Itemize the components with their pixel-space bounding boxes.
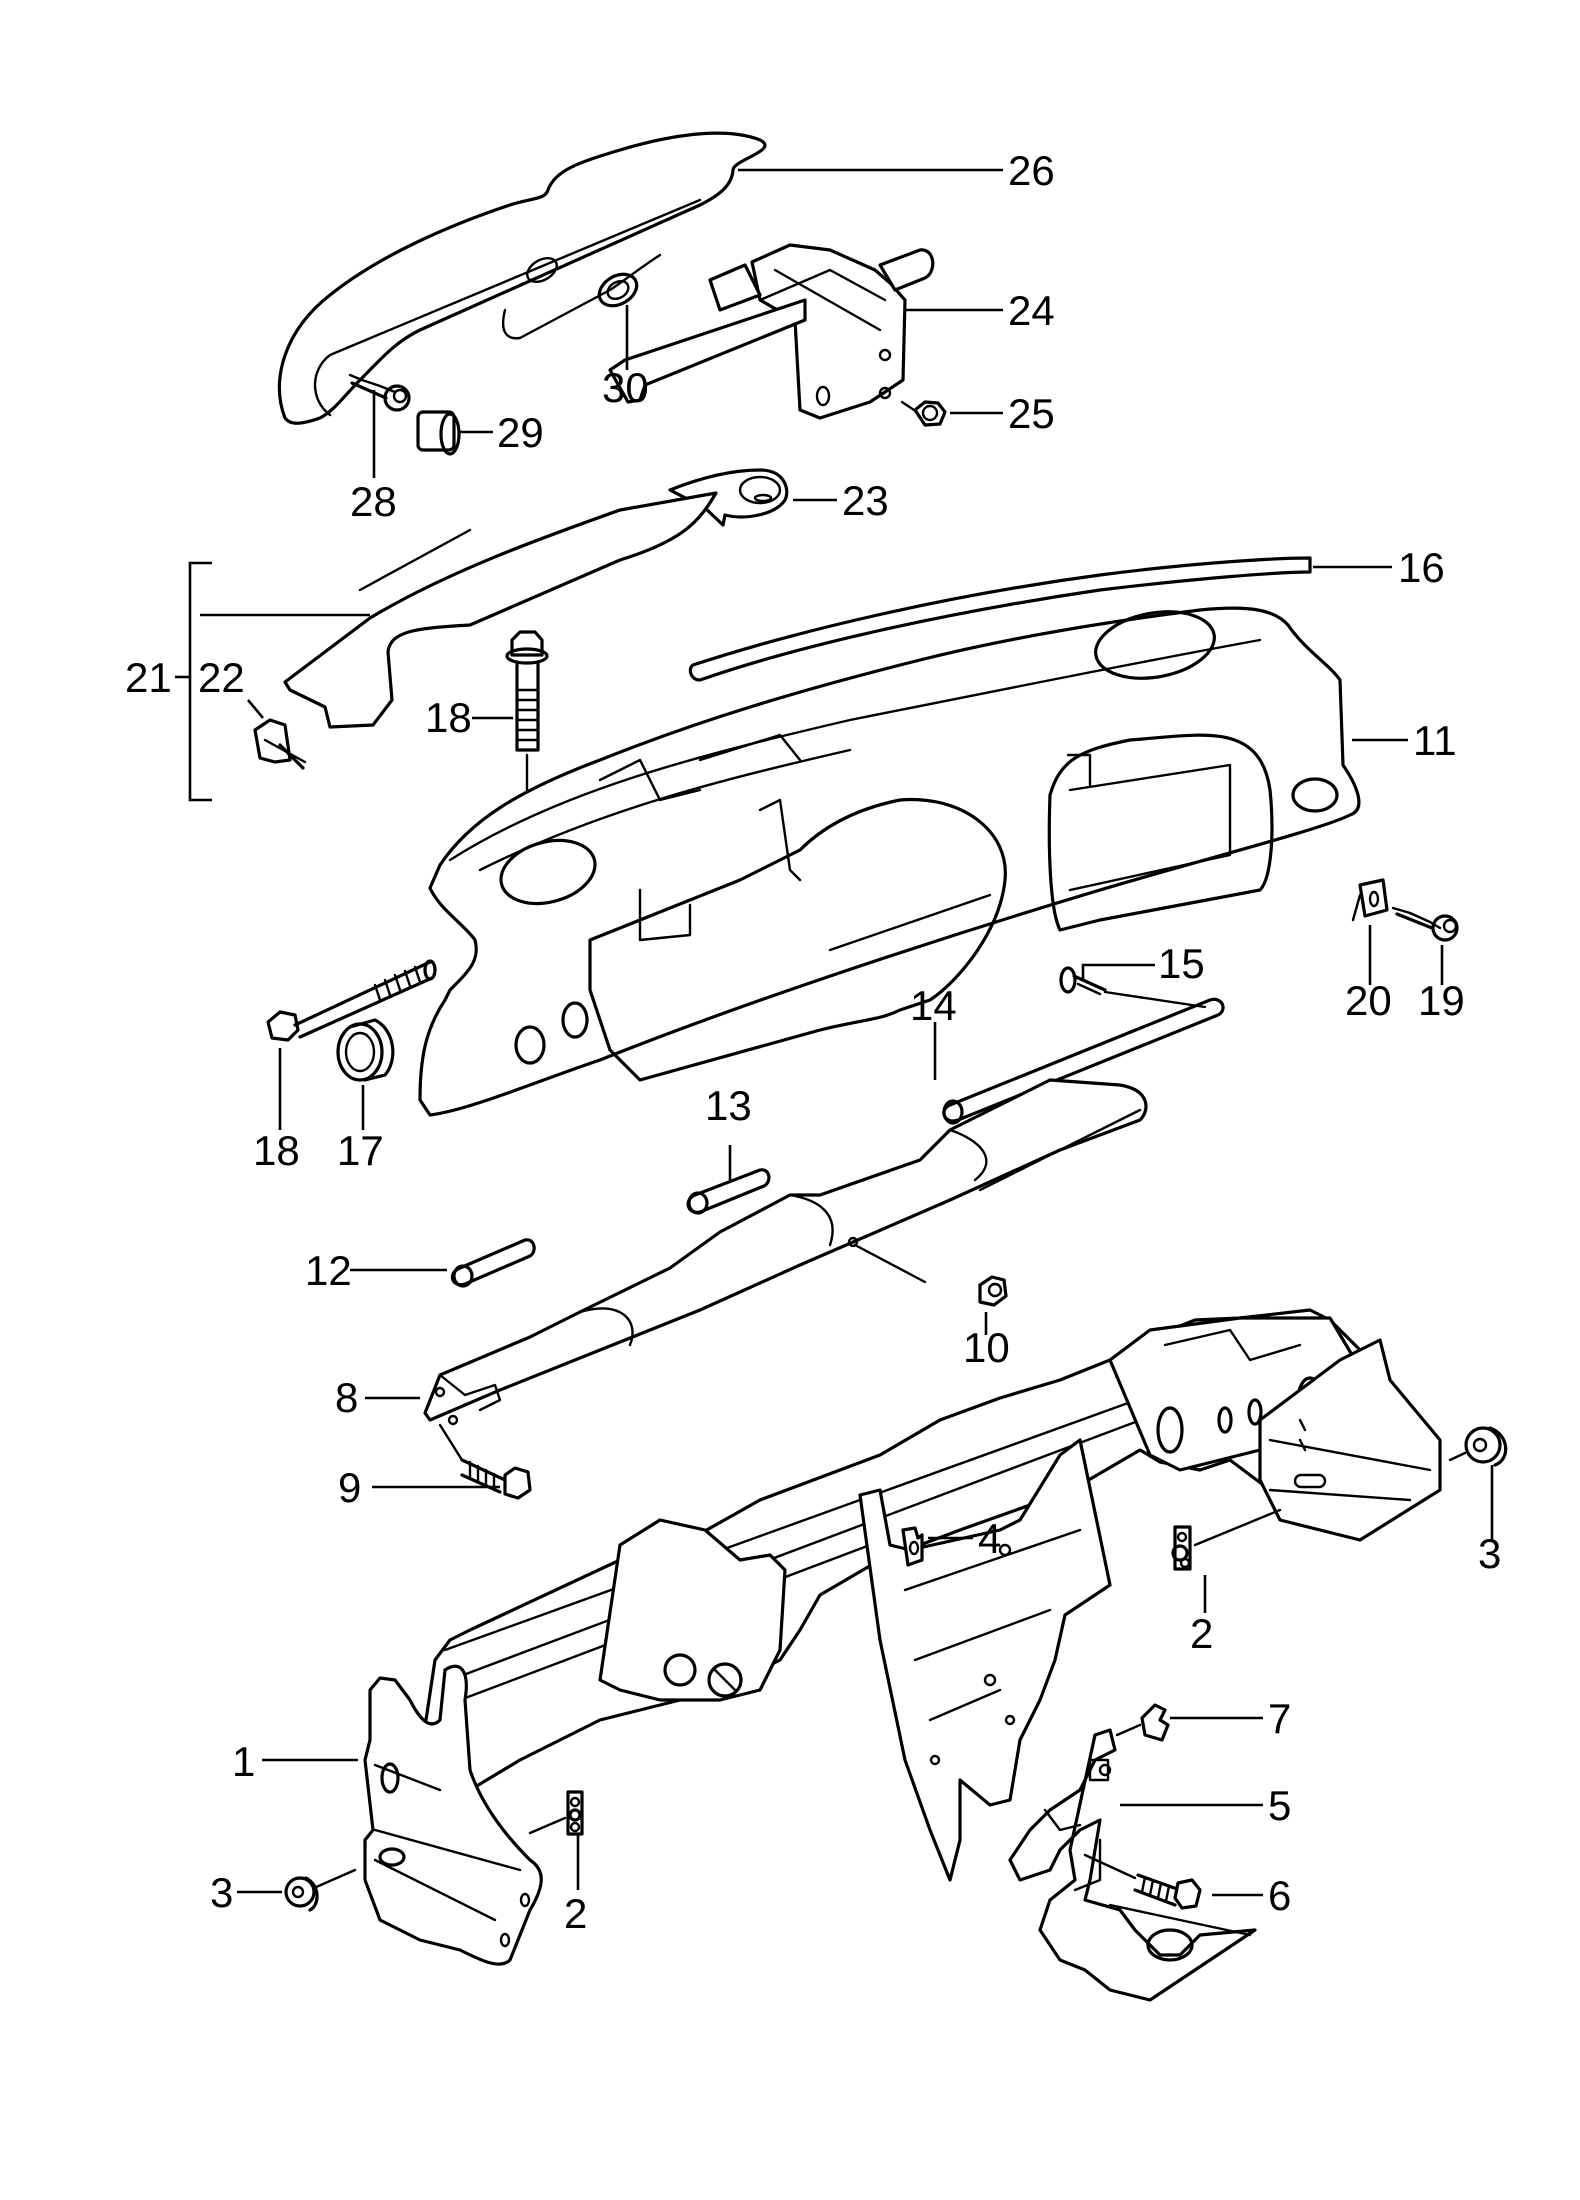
part-20-clip-nut[interactable] — [1351, 878, 1389, 922]
callout-3-left[interactable]: 3 — [210, 1869, 233, 1916]
callout-15[interactable]: 15 — [1158, 940, 1205, 987]
callout-7[interactable]: 7 — [1268, 1695, 1291, 1742]
part-6-hex-bolt[interactable] — [1083, 1853, 1202, 1910]
part-30-grommet-ring[interactable] — [594, 268, 643, 312]
part-26-upper-cover[interactable] — [277, 131, 767, 425]
leader-15 — [1081, 963, 1155, 980]
part-3-rubber-bushing-right[interactable] — [1448, 1426, 1508, 1467]
callout-11[interactable]: 11 — [1413, 717, 1457, 764]
part-7-spring-clip[interactable] — [1115, 1703, 1170, 1742]
part-1-side-bracket[interactable] — [363, 1664, 543, 1966]
callout-4[interactable]: 4 — [978, 1515, 1001, 1562]
callout-13[interactable]: 13 — [705, 1082, 752, 1129]
bracket-21 — [188, 561, 212, 802]
part-frame-crossmember[interactable] — [418, 1308, 1442, 1792]
callout-2-right[interactable]: 2 — [1190, 1610, 1213, 1657]
callout-1[interactable]: 1 — [232, 1738, 255, 1785]
callout-2-left[interactable]: 2 — [564, 1890, 587, 1937]
part-4-speed-nut-clip[interactable] — [901, 1526, 924, 1567]
callout-16[interactable]: 16 — [1398, 544, 1445, 591]
leader-22 — [247, 699, 264, 719]
part-24-bracket-assembly[interactable] — [608, 243, 935, 420]
callout-8[interactable]: 8 — [335, 1374, 358, 1421]
callout-21[interactable]: 21 — [125, 654, 172, 701]
part-17-grommet[interactable] — [336, 1018, 395, 1082]
part-11-dashboard-panel[interactable] — [418, 603, 1361, 1117]
callout-28[interactable]: 28 — [350, 478, 397, 525]
callout-18-upper[interactable]: 18 — [425, 694, 472, 741]
part-25-hex-nut[interactable] — [900, 400, 947, 427]
callout-24[interactable]: 24 — [1008, 287, 1055, 334]
part-19-screw[interactable] — [1391, 906, 1459, 942]
callout-19[interactable]: 19 — [1418, 977, 1465, 1024]
callout-20[interactable]: 20 — [1345, 977, 1392, 1024]
callout-18-lower[interactable]: 18 — [253, 1127, 300, 1174]
callout-labels: 26 24 25 30 28 29 23 16 21 22 18 11 15 2… — [125, 147, 1501, 1937]
part-10-hex-nut[interactable] — [853, 1243, 1008, 1307]
callout-10[interactable]: 10 — [963, 1324, 1010, 1371]
part-21-trim-cover[interactable] — [283, 491, 718, 729]
callout-17[interactable]: 17 — [337, 1127, 384, 1174]
callout-9[interactable]: 9 — [338, 1464, 361, 1511]
part-2-clip-nut-right[interactable] — [1171, 1508, 1282, 1571]
callout-3-right[interactable]: 3 — [1478, 1530, 1501, 1577]
callout-22[interactable]: 22 — [198, 654, 245, 701]
callout-23[interactable]: 23 — [842, 477, 889, 524]
part-14-rod-long[interactable] — [942, 990, 1225, 1125]
callout-6[interactable]: 6 — [1268, 1872, 1291, 1919]
part-5-lower-support-bracket[interactable] — [1008, 1728, 1257, 2002]
part-2-clip-nut-left[interactable] — [528, 1790, 584, 1836]
part-9-hex-bolt[interactable] — [438, 1423, 532, 1500]
part-8-air-duct[interactable] — [423, 1078, 1148, 1426]
part-22-fastening-clip[interactable] — [253, 718, 307, 770]
part-16-defroster-strip[interactable] — [688, 556, 1312, 682]
callout-12[interactable]: 12 — [305, 1247, 352, 1294]
leader-lines — [175, 168, 1494, 1897]
part-29-clip[interactable] — [416, 410, 461, 456]
callout-29[interactable]: 29 — [497, 409, 544, 456]
part-18-long-bolt-lower[interactable] — [266, 959, 437, 1042]
part-15-screw[interactable] — [1059, 966, 1107, 996]
callout-14[interactable]: 14 — [910, 982, 957, 1029]
part-28-screw[interactable] — [348, 373, 411, 412]
callout-5[interactable]: 5 — [1268, 1782, 1291, 1829]
part-18-long-bolt-upper[interactable] — [505, 630, 549, 807]
callout-25[interactable]: 25 — [1008, 390, 1055, 437]
callout-26[interactable]: 26 — [1008, 147, 1055, 194]
callout-30[interactable]: 30 — [602, 364, 649, 411]
part-23-cover-cap[interactable] — [668, 468, 789, 527]
part-3-rubber-bushing-left[interactable] — [284, 1868, 357, 1912]
part-13-rod-short[interactable] — [686, 1168, 771, 1215]
part-12-rod-short[interactable] — [450, 1238, 536, 1288]
